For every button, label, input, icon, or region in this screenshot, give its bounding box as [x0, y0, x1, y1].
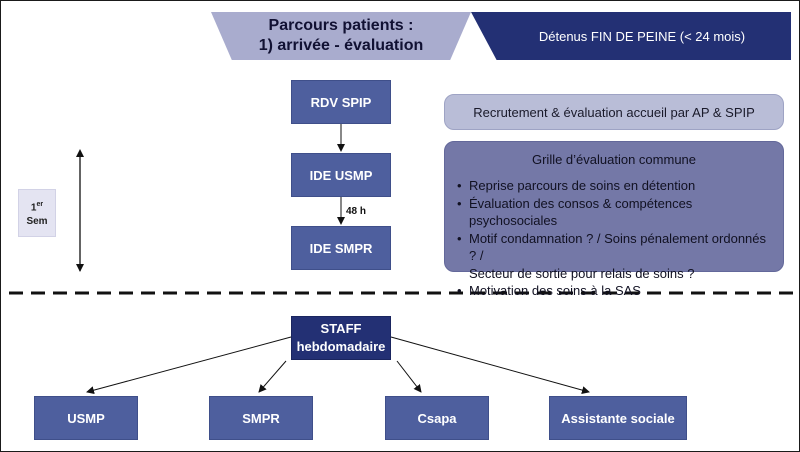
staff-line1: STAFF — [320, 321, 362, 336]
arrow-staff-to-social — [390, 336, 590, 394]
arrow-staff-to-csapa — [396, 360, 422, 393]
destination-usmp-label: USMP — [67, 410, 105, 426]
duration-unit: Sem — [26, 215, 48, 227]
population-banner: Détenus FIN DE PEINE (< 24 mois) — [471, 12, 791, 60]
evaluation-grid-list: • Reprise parcours de soins en détention… — [457, 177, 771, 300]
destination-social-worker-label: Assistante sociale — [561, 410, 675, 426]
bullet-icon: • — [457, 230, 462, 246]
duration-tag: 1er Sem — [18, 189, 56, 237]
list-item: • Motif condamnation ? / Soins pénalemen… — [457, 230, 767, 281]
staff-meeting-box: STAFF hebdomadaire — [291, 316, 391, 360]
delay-label: 48 h — [346, 206, 367, 217]
destination-smpr-label: SMPR — [242, 410, 280, 426]
evaluation-grid-box: Grille d’évaluation commune • Reprise pa… — [444, 141, 784, 298]
evaluation-grid-title: Grille d’évaluation commune — [531, 152, 697, 167]
step-ide-usmp: IDE USMP — [291, 153, 391, 197]
step-ide-smpr: IDE SMPR — [291, 226, 391, 270]
pathway-title-line1: Parcours patients : — [268, 17, 414, 34]
destination-social-worker: Assistante sociale — [549, 396, 687, 440]
destination-smpr: SMPR — [209, 396, 313, 440]
list-item: • Reprise parcours de soins en détention — [457, 178, 696, 193]
list-item: • Évaluation des consos & compétences ps… — [457, 195, 693, 229]
destination-csapa-label: Csapa — [417, 410, 457, 426]
bullet-icon: • — [457, 195, 462, 211]
population-label: Détenus FIN DE PEINE (< 24 mois) — [538, 28, 746, 44]
duration-number: 1er — [30, 201, 44, 214]
arrow-staff-to-usmp — [86, 336, 292, 395]
destination-csapa: Csapa — [385, 396, 489, 440]
bullet-icon: • — [457, 178, 462, 193]
bullet-icon: • — [457, 283, 462, 298]
list-item: • Motivation des soins à la SAS — [457, 283, 641, 298]
step-ide-usmp-label: IDE USMP — [309, 167, 373, 183]
arrow-staff-to-smpr — [258, 360, 287, 393]
step-ide-smpr-label: IDE SMPR — [309, 240, 373, 256]
pathway-title-line2: 1) arrivée - évaluation — [258, 37, 424, 54]
recruitment-box: Recrutement & évaluation accueil par AP … — [444, 94, 784, 130]
step-rdv-spip: RDV SPIP — [291, 80, 391, 124]
staff-line2: hebdomadaire — [296, 339, 386, 354]
destination-usmp: USMP — [34, 396, 138, 440]
pathway-title-banner: Parcours patients : 1) arrivée - évaluat… — [211, 12, 471, 60]
step-rdv-spip-label: RDV SPIP — [310, 94, 372, 110]
recruitment-label: Recrutement & évaluation accueil par AP … — [473, 104, 755, 120]
